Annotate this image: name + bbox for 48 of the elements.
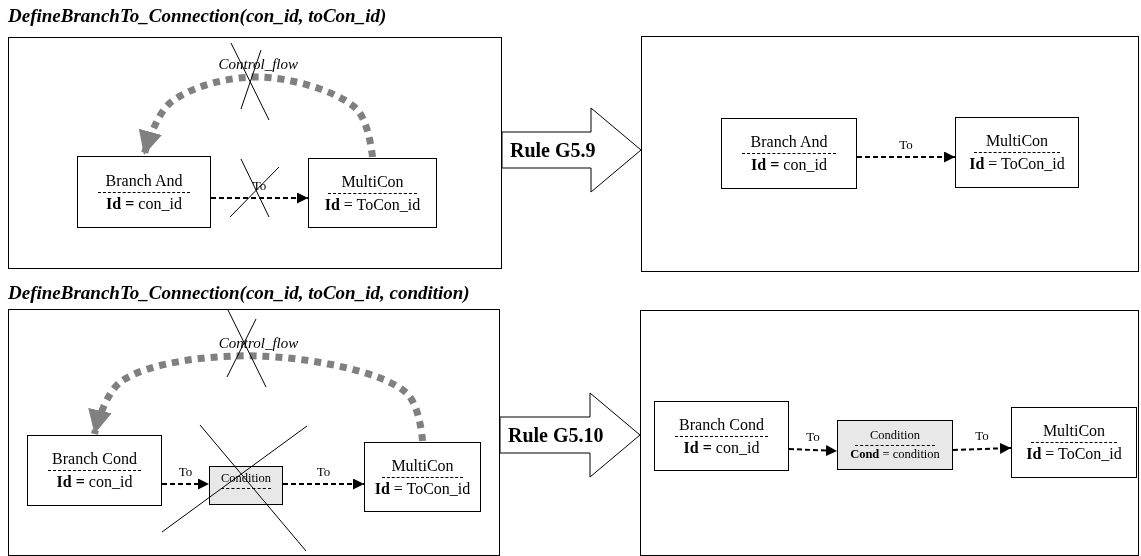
dashed-arrow [952,442,1012,454]
class-box [721,118,857,189]
rule-label: Rule G5.10 [508,425,604,445]
class-box [955,117,1079,188]
dotted-arrow [88,352,426,442]
box-title: Branch And [750,133,828,151]
heading: DefineBranchTo_Connection(con_id, toCon_id) [8,5,387,27]
attribute-text: Id = con_id [683,438,760,457]
attribute-text: Id = ToCon_id [1026,445,1122,463]
class-box [1011,407,1137,478]
dashed-arrow [161,478,210,490]
dashed-arrow [856,151,956,163]
class-box [364,442,481,512]
panel [640,310,1139,556]
dashed-arrow [788,445,838,457]
edge-label: To [974,429,990,442]
attribute-text: Id = con_id [106,194,182,213]
class-box [837,420,953,470]
box-title: Branch And [105,171,183,190]
edge-label: To [805,430,821,443]
class-box [27,435,162,506]
rule-label: Rule G5.9 [510,140,596,160]
attribute-text: Id = ToCon_id [969,155,1065,173]
dashed-arrow [210,192,309,204]
attribute-text: Id = ToCon_id [324,195,421,214]
class-box [308,158,437,228]
dashed-arrow [282,478,365,490]
dotted-arrow [139,73,376,158]
box-title: MultiCon [341,172,404,191]
attribute-text: Id = ToCon_id [374,479,471,498]
box-title: MultiCon [391,456,454,475]
box-title: Branch Cond [52,450,137,468]
panel [8,37,502,269]
panel [8,309,500,556]
heading: DefineBranchTo_Connection(con_id, toCon_id, condition) [8,282,470,304]
panel [641,36,1139,272]
edge-label: To [898,138,914,151]
class-box [654,401,789,471]
attribute-text: Id = con_id [751,156,827,174]
box-title: MultiCon [985,132,1049,150]
block-arrow [501,107,642,193]
block-arrow [499,392,641,478]
class-box [77,156,211,228]
box-title: Condition [870,428,920,443]
box-title: Branch Cond [679,415,764,434]
box-title: MultiCon [1042,422,1106,440]
attribute-text: Cond = condition [850,447,940,462]
attribute-text: Id = con_id [56,473,133,491]
